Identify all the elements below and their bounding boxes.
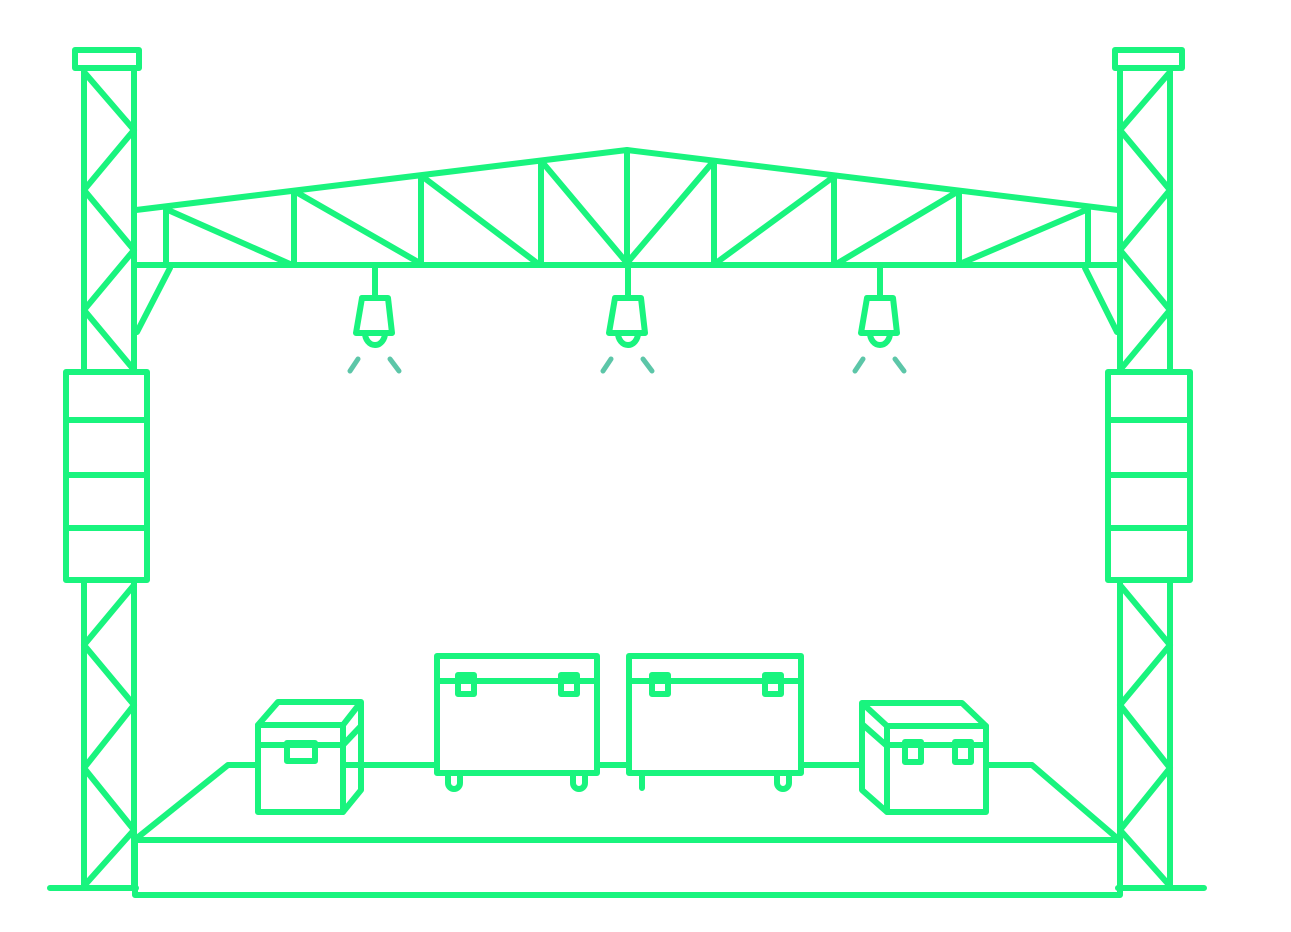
flight-case-large-right xyxy=(626,653,804,792)
stage-light-1 xyxy=(347,262,402,374)
light-ray-icon xyxy=(600,356,655,374)
left-tower xyxy=(63,47,150,891)
stage-platform xyxy=(132,762,1123,898)
stage-light-3 xyxy=(852,262,907,374)
right-tower xyxy=(1105,47,1193,891)
light-ray-icon xyxy=(347,356,402,374)
roof-truss xyxy=(133,147,1121,335)
flight-case-large-left xyxy=(434,653,600,792)
flight-case-small-right xyxy=(859,700,989,815)
flight-case-small-left xyxy=(255,699,364,815)
stage-light-2 xyxy=(600,262,655,374)
light-ray-icon xyxy=(852,356,907,374)
